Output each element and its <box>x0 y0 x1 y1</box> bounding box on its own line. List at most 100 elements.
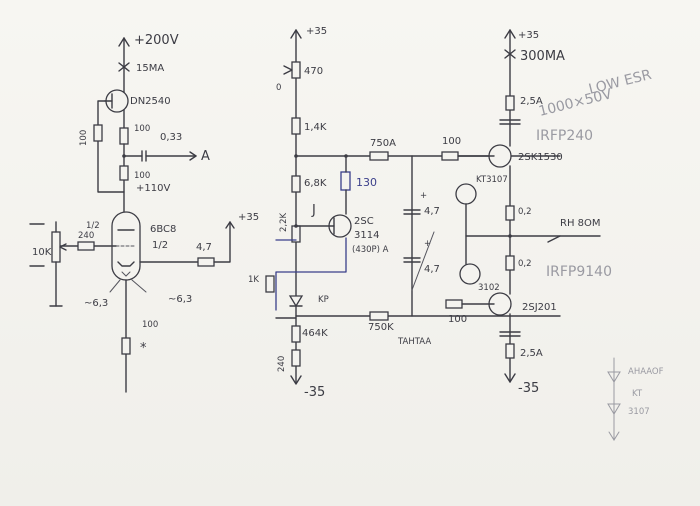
tube-half-label: 1/2 <box>152 240 168 251</box>
mosfet-top-label: 2SK1530 <box>518 152 563 163</box>
output-current-label: 300MA <box>520 49 565 64</box>
kt3107-label: KT3107 <box>476 175 508 185</box>
trim-wiper <box>283 65 293 75</box>
cap-bottom-plus: + <box>424 239 431 249</box>
cathode-resistor-label: 100 <box>142 320 158 330</box>
source-resistor-top-label: 0,2 <box>518 207 532 217</box>
tube-cathode <box>117 261 135 267</box>
output-stage: 750A 750K 4,7 + 4,7 + TAHTAA 100 100 KT3… <box>368 29 653 396</box>
mid-top-arrow <box>290 29 302 39</box>
drain-resistor <box>119 127 129 145</box>
tap-resistor <box>119 165 129 181</box>
left-current-label: 15MA <box>136 63 164 74</box>
legend-diode-2 <box>607 403 621 415</box>
legend-label-top: AHAAOF <box>628 367 664 377</box>
resistor-1k <box>265 275 275 293</box>
output-current-mark-2 <box>504 49 516 59</box>
legend: AHAAOF KT 3107 <box>607 357 664 441</box>
mosfet-top-note: IRFP240 <box>536 128 593 144</box>
heater-right-label: ~6,3 <box>168 294 192 305</box>
top-resistor <box>291 117 301 135</box>
cathode-star: * <box>140 341 147 356</box>
legend-label-mid: KT <box>632 389 643 399</box>
cap-bottom-label: 4,7 <box>424 264 440 275</box>
junction-dot <box>294 224 298 228</box>
fuse-bottom <box>505 343 515 359</box>
cathode-resistor <box>121 337 131 355</box>
resistor-1k-label: 1K <box>248 275 259 285</box>
gate-resistor-top <box>441 151 459 161</box>
mid-resistor-label: 6,8K <box>304 178 327 189</box>
led-label: KP <box>318 295 329 305</box>
mosfet-bottom-label: 2SJ201 <box>522 302 557 313</box>
load-label: RH 8OM <box>560 218 601 229</box>
trim-resistor <box>291 61 301 79</box>
kt3102-transistor <box>459 263 481 285</box>
left-supply-arrow <box>118 37 130 47</box>
tap-resistor-label: 100 <box>134 171 150 181</box>
mid-supply-bottom: -35 <box>304 385 325 400</box>
output-bottom-arrow <box>504 373 516 383</box>
heater-supply-arrow <box>225 221 235 229</box>
ccs-gate-resistor <box>93 124 103 142</box>
output-supply-bottom: -35 <box>518 381 539 396</box>
heater-supply-wire <box>213 221 231 263</box>
load-lead <box>547 235 561 243</box>
output-supply-top: +35 <box>518 30 539 41</box>
led-diode <box>288 295 304 308</box>
legend-diode-1 <box>607 371 621 383</box>
heater-left-label: ~6,3 <box>84 298 108 309</box>
resistor-750-bottom-label: 750K <box>368 322 394 333</box>
cap-out-label: 0,33 <box>160 132 182 143</box>
cap-type-label: TAHTAA <box>397 337 431 347</box>
mid-resistor <box>291 175 301 193</box>
fuse-top <box>505 95 515 111</box>
source-resistor-bottom <box>505 255 515 271</box>
cap-type-leader <box>411 231 435 291</box>
cap-out-arrow <box>189 151 197 161</box>
fuse-bottom-label: 2,5A <box>520 348 543 359</box>
source-resistor-bottom-label: 0,2 <box>518 259 532 269</box>
node-a-label: A <box>201 149 210 164</box>
resistor-240-label: 240 <box>277 356 287 372</box>
kt3107-transistor <box>455 183 477 205</box>
ccs-gate-wire <box>97 100 125 193</box>
legend-label-bottom: 3107 <box>628 407 650 417</box>
low-esr-label: LOW ESR <box>587 67 653 98</box>
mid-supply-top: +35 <box>306 26 327 37</box>
volume-pot-label: 10K <box>32 247 52 258</box>
rb-resistor-label: 2,2K <box>279 212 289 232</box>
vas-transistor-label: 2SC <box>354 216 374 227</box>
vas-transistor-num: 3114 <box>354 230 379 241</box>
trim-label: 470 <box>304 66 323 77</box>
source-resistor-top <box>505 205 515 221</box>
heater-resistor-label: 4,7 <box>196 242 212 253</box>
ccs-mosfet-label: DN2540 <box>130 96 171 107</box>
legend-arrow <box>608 431 620 441</box>
mosfet-bottom-note: IRFP9140 <box>546 264 612 280</box>
tube-note: 1/2 <box>86 221 100 231</box>
mid-bottom-arrow <box>290 375 302 385</box>
gate-resistor-top-label: 100 <box>442 136 461 147</box>
junction-dot <box>122 154 126 158</box>
blue-resistor <box>340 171 351 191</box>
output-top-arrow <box>504 29 516 39</box>
heater-plus-label: +35 <box>238 212 259 223</box>
blue-resistor-label: 130 <box>356 176 377 189</box>
tube-heater <box>121 271 131 277</box>
bottom-resistor <box>291 325 301 343</box>
gate-resistor-bottom-label: 100 <box>448 314 467 325</box>
grid-resistor-label: 240 <box>78 231 94 241</box>
resistor-240 <box>291 349 301 367</box>
heater-resistor <box>197 257 215 267</box>
vas-transistor-selection: (430P) A <box>352 245 389 255</box>
middle-stage: +35 470 0 1,4K 6,8K 2,2K J 130 2SC 3114 … <box>248 26 561 400</box>
left-stage: +200V 15MA DN2540 100 100 0,33 A 100 +11… <box>29 33 259 393</box>
bottom-resistor-label: 464K <box>302 328 328 339</box>
left-current-mark-2 <box>118 62 130 72</box>
left-supply-label: +200V <box>134 33 179 48</box>
trim-zero: 0 <box>276 83 281 93</box>
heater-left-lead <box>109 279 121 293</box>
resistor-750-top-label: 750A <box>370 138 396 149</box>
